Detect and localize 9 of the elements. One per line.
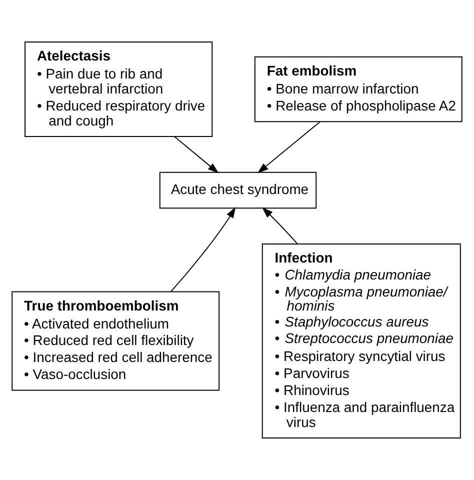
arrow [174, 136, 219, 174]
node-box: True thromboembolism • Activated endothelium • Reduced red cell flexibility • Increased red cell adherence • Vaso-occlusion [12, 291, 220, 391]
arrow [170, 207, 236, 292]
node-box: Atelectasis • Pain due to rib and vertebral infarction • Reduced respiratory drive and cough [24, 41, 213, 137]
arrow [262, 207, 298, 244]
node-box: Infection • Chlamydia pneumoniae • Mycoplasma pneumoniae/ hominis • Staphylococcus aureus • Streptococcus pneumoniae • Respiratory syncytial virus • Parvovirus • Rhinovirus • Influenza and parainfluenza virus [262, 243, 461, 439]
node-box: Acute chest syndrome [159, 172, 317, 209]
node-box: Fat embolism • Bone marrow infarction • Release of phospholipase A2 [254, 56, 462, 122]
arrow [257, 121, 320, 174]
